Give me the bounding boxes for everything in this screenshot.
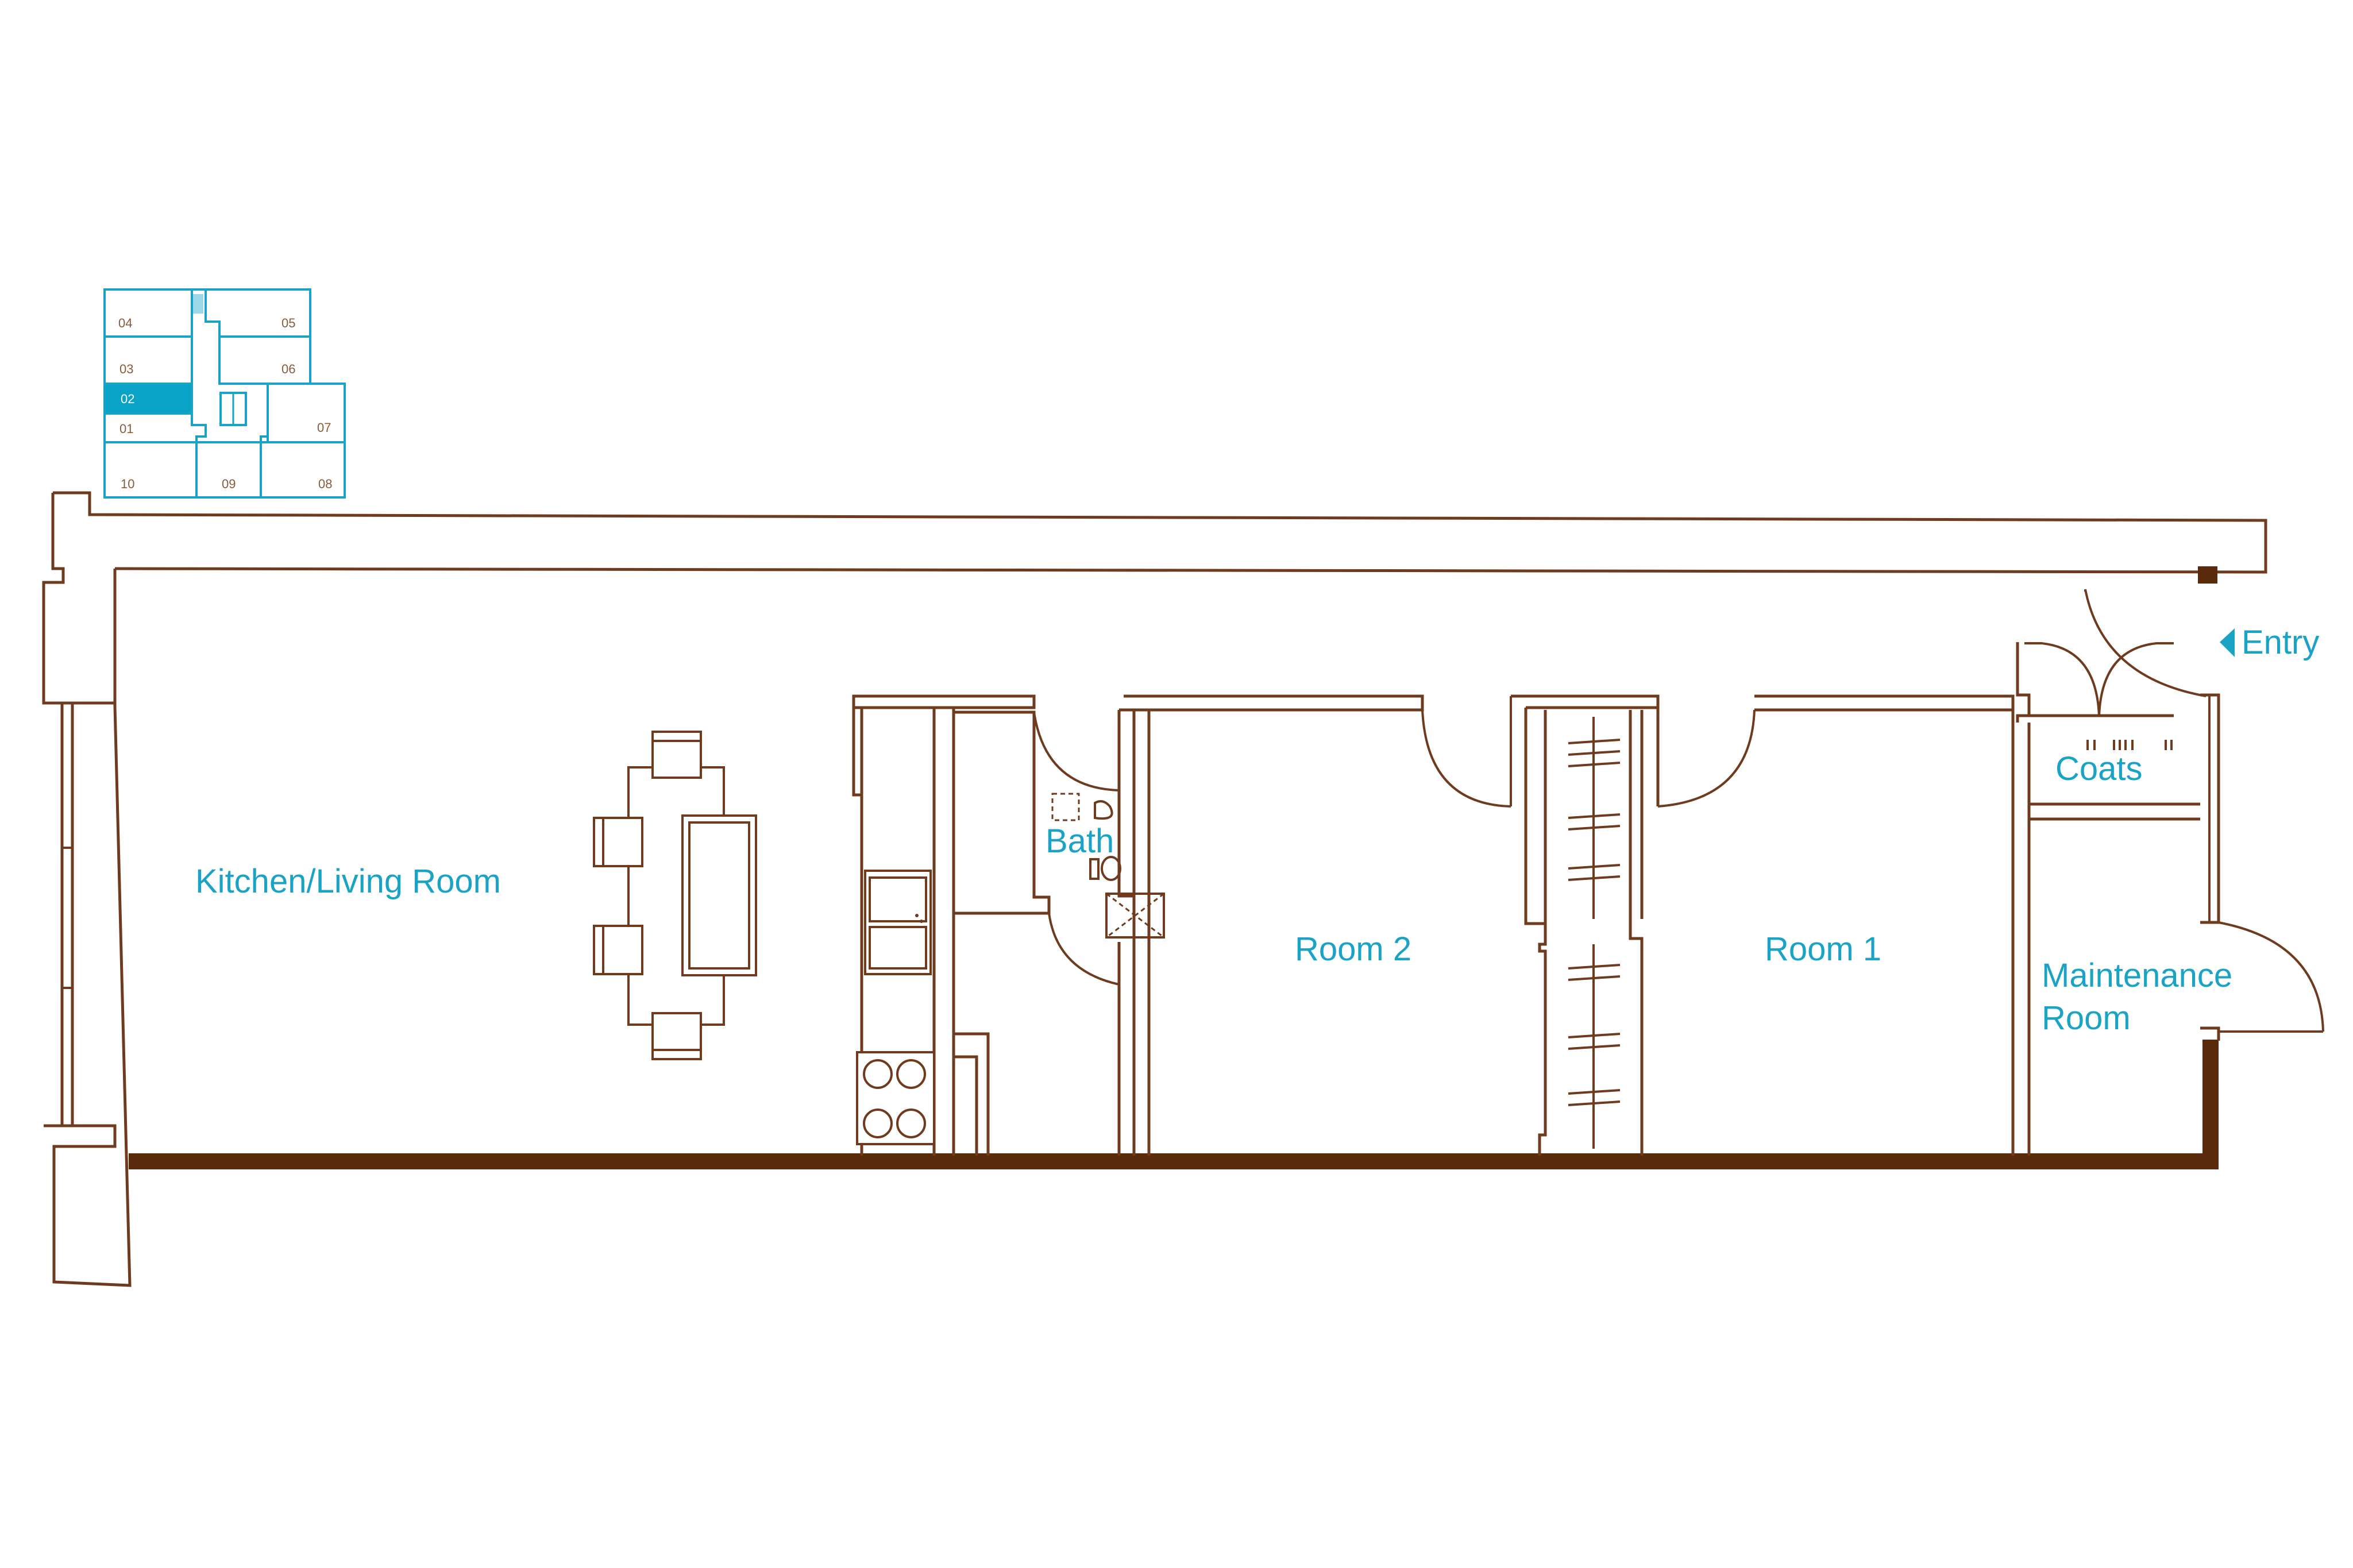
key-unit-03[interactable]	[103, 335, 207, 386]
key-unit-07[interactable]	[267, 383, 346, 443]
label-room1: Room 1	[1765, 930, 1881, 968]
key-label-07: 07	[317, 420, 331, 435]
key-unit-02[interactable]	[103, 383, 207, 415]
bath-fixtures	[1051, 793, 1165, 939]
chair-icon	[593, 925, 643, 975]
key-label-02: 02	[121, 392, 134, 406]
exterior-wall-east-lower	[2202, 1040, 2219, 1169]
chair-icon	[651, 1012, 702, 1060]
key-corridor	[191, 288, 269, 443]
key-label-06: 06	[281, 362, 295, 376]
interior-walls	[852, 694, 2324, 1156]
label-coats: Coats	[2055, 750, 2143, 787]
kitchen-fixtures	[856, 870, 935, 1145]
toilet-icon	[1101, 856, 1121, 881]
key-label-10: 10	[121, 477, 134, 491]
chair-icon	[593, 817, 643, 867]
key-label-01: 01	[119, 422, 133, 436]
label-maintenance-2: Room	[2042, 999, 2131, 1037]
tub-icon	[1105, 893, 1165, 939]
exterior-walls	[42, 491, 2267, 1287]
key-label-04: 04	[118, 316, 132, 330]
entry-arrow-icon	[2220, 628, 2235, 657]
key-unit-06[interactable]	[218, 335, 311, 386]
chair-icon	[651, 731, 702, 779]
dining-set	[593, 731, 757, 1060]
entry-doors	[2016, 589, 2207, 723]
exterior-wall-south	[129, 1153, 2219, 1169]
room-labels: Kitchen/Living Room Bath Room 2 Room 1 C…	[195, 624, 2319, 1037]
shower-icon	[1051, 793, 1080, 821]
key-unit-10[interactable]	[103, 441, 198, 499]
key-stair	[193, 294, 203, 314]
key-unit-08[interactable]	[260, 441, 346, 499]
label-room2: Room 2	[1295, 930, 1411, 968]
key-label-03: 03	[119, 362, 133, 376]
key-label-05: 05	[281, 316, 295, 330]
label-entry: Entry	[2242, 624, 2319, 661]
key-plan: 04 05 03 06 02 01 07 10 09 08	[103, 288, 346, 499]
key-label-09: 09	[222, 477, 236, 491]
label-maintenance-1: Maintenance	[2042, 957, 2232, 994]
key-label-08: 08	[318, 477, 332, 491]
closet-hangers	[1568, 717, 1621, 1149]
exterior-wall-east-stub	[2198, 566, 2217, 584]
label-bath: Bath	[1046, 822, 1114, 860]
coat-hooks	[2086, 740, 2173, 750]
label-kitchen-living: Kitchen/Living Room	[195, 863, 501, 900]
sink-bath-icon	[1094, 800, 1113, 820]
